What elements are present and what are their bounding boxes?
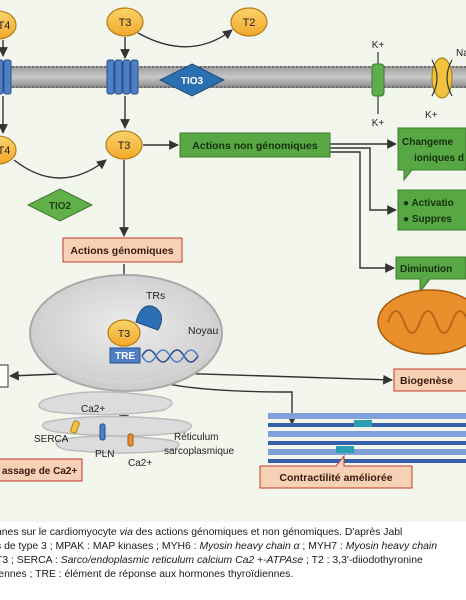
figure-caption: nnes sur le cardiomyocyte via des action…: [0, 524, 466, 600]
t2-text: T2: [243, 17, 256, 29]
genomic-text: Actions génomiques: [70, 245, 173, 257]
mitochondria: [377, 289, 466, 355]
potassium-channel: [371, 52, 385, 114]
na-ion-label: Na: [456, 48, 466, 59]
k-ion-label-top: K+: [372, 40, 385, 51]
tio3-enzyme: TIO3: [158, 63, 226, 97]
sodium-potassium-exchanger: [431, 57, 453, 99]
calcium-passage-text: assage de Ca2+: [2, 466, 77, 477]
decrease-text: Diminution: [400, 264, 452, 275]
tio3-text: TIO3: [181, 76, 204, 87]
contractility-box: Contractilité améliorée: [259, 454, 413, 489]
suppression-text: ● Suppres: [403, 214, 452, 225]
k-ion-label-bottom: K+: [372, 118, 385, 129]
calcium-passage-box: assage de Ca2+: [0, 458, 83, 482]
dna-helix: [141, 349, 199, 363]
muscle-fibers: [268, 413, 466, 463]
cell-membrane: [0, 66, 466, 88]
arrows: [0, 29, 397, 425]
hormone-t4-extracellular: T4: [0, 10, 17, 40]
caption-line-1: nnes sur le cardiomyocyte via des action…: [0, 527, 403, 538]
tio2-enzyme: TIO2: [26, 188, 94, 222]
t3-inner-text: T3: [118, 140, 131, 152]
non-genomic-text: Actions non génomiques: [192, 140, 318, 152]
serca-label: SERCA: [34, 434, 69, 445]
genomic-actions-box: Actions génomiques: [62, 237, 183, 263]
t3-transporter: [106, 59, 139, 95]
hormone-t3-intracellular: T3: [105, 130, 143, 160]
biogenesis-text: Biogenèse: [400, 375, 453, 387]
pln-label: PLN: [95, 449, 114, 460]
hormone-t4-intracellular: T4: [0, 135, 17, 165]
calcium-channel: [127, 433, 134, 447]
t3-top-text: T3: [119, 17, 132, 29]
caption-line-4: iennes ; TRE : élément de réponse aux ho…: [0, 569, 294, 580]
ca-label-upper: Ca2+: [81, 404, 105, 415]
t4-top-text: T4: [0, 20, 10, 32]
t4-inner-text: T4: [0, 145, 10, 157]
t3-nucleus-text: T3: [118, 328, 130, 340]
ionic-changes-callout: Changeme ioniques d: [397, 127, 466, 182]
contractility-text: Contractilité améliorée: [279, 472, 392, 484]
activation-callout: ● Activatio ● Suppres: [397, 189, 466, 231]
ionic-text-2: ioniques d: [414, 153, 464, 164]
tre-text: TRE: [115, 351, 135, 362]
caption-line-2: s de type 3 ; MPAK : MAP kinases ; MYH6 …: [0, 541, 438, 552]
t4-transporter: [0, 59, 12, 95]
hormone-t3-extracellular: T3: [106, 7, 144, 37]
biogenesis-box: Biogenèse: [393, 368, 466, 392]
thyroid-cardiomyocyte-diagram: K+ K+ Na K+ T4 T3 T2 T4 T3: [0, 7, 466, 489]
pln-protein: [99, 423, 106, 441]
tre-element: TRE: [109, 347, 141, 364]
decrease-callout: Diminution: [395, 256, 466, 294]
k-ion-label-right: K+: [425, 110, 438, 121]
trs-label: TRs: [146, 290, 165, 302]
ca-label-lower: Ca2+: [128, 458, 152, 469]
reticulum-label-1: Réticulum: [174, 432, 218, 443]
non-genomic-actions-box: Actions non génomiques: [179, 132, 331, 158]
reticulum-label-2: sarcoplasmique: [164, 446, 234, 457]
activation-text: ● Activatio: [403, 198, 454, 209]
hormone-t2: T2: [230, 7, 268, 37]
nucleus-label: Noyau: [188, 325, 219, 337]
serca-pump: [70, 420, 80, 434]
tr-receptor: [135, 305, 162, 331]
sarcoplasmic-reticulum: [38, 391, 193, 454]
ionic-text-1: Changeme: [402, 137, 454, 148]
hormone-t3-nucleus: T3: [107, 319, 141, 347]
tio2-text: TIO2: [49, 201, 72, 212]
caption-line-3: T3 ; SERCA : Sarco/endoplasmic reticulum…: [0, 555, 423, 566]
left-stub-box: [0, 364, 9, 388]
